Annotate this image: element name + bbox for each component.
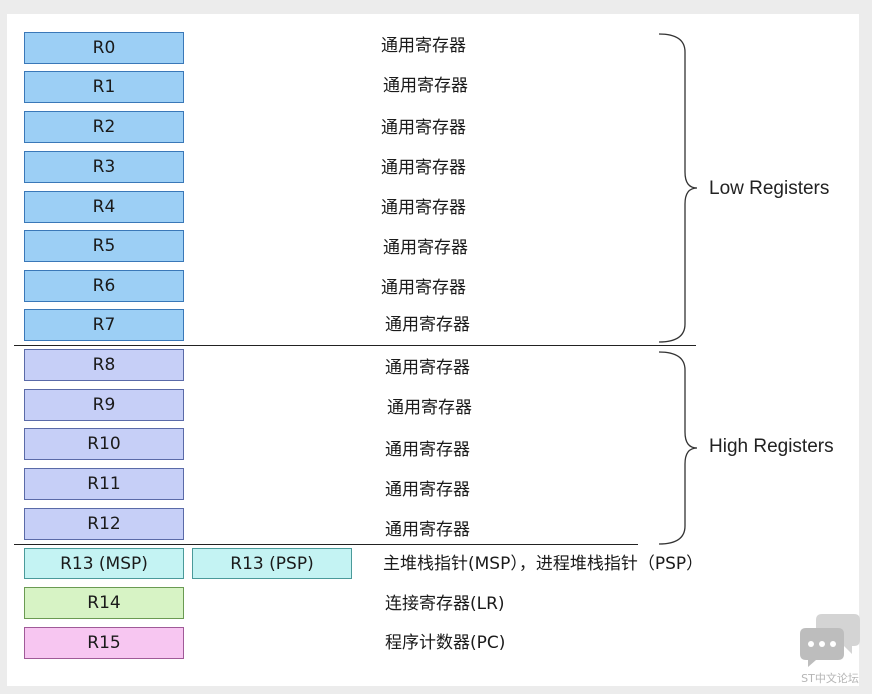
register-description: 主堆栈指针(MSP），进程堆栈指针（PSP） xyxy=(383,554,704,574)
register-label: R0 xyxy=(92,38,116,58)
register-r12: R12 xyxy=(24,508,184,540)
register-r1: R1 xyxy=(24,71,184,103)
register-description: 通用寄存器 xyxy=(385,358,470,378)
register-r9: R9 xyxy=(24,389,184,421)
high-registers-label: High Registers xyxy=(709,436,834,457)
register-label: R4 xyxy=(92,197,116,217)
register-label: R13 (MSP) xyxy=(60,553,148,574)
register-label: R12 xyxy=(87,514,121,534)
register-label: R10 xyxy=(87,434,121,454)
register-diagram: R0 通用寄存器 R1 通用寄存器 R2 通用寄存器 R3 通用寄存器 R4 通… xyxy=(7,14,859,686)
register-r5: R5 xyxy=(24,230,184,262)
register-r6: R6 xyxy=(24,270,184,302)
register-r2: R2 xyxy=(24,111,184,143)
register-label: R5 xyxy=(92,236,116,256)
register-description: 通用寄存器 xyxy=(387,398,472,418)
low-high-divider xyxy=(14,345,696,346)
register-description: 通用寄存器 xyxy=(385,480,470,500)
register-r4: R4 xyxy=(24,191,184,223)
register-description: 通用寄存器 xyxy=(385,315,470,335)
register-r11: R11 xyxy=(24,468,184,500)
register-label: R3 xyxy=(92,157,116,177)
register-label: R9 xyxy=(92,395,116,415)
register-r10: R10 xyxy=(24,428,184,460)
register-label: R7 xyxy=(92,315,116,335)
register-r3: R3 xyxy=(24,151,184,183)
register-label: R15 xyxy=(87,633,121,653)
register-r14: R14 xyxy=(24,587,184,619)
register-label: R11 xyxy=(87,474,121,494)
register-description: 程序计数器(PC) xyxy=(385,633,506,653)
low-registers-label: Low Registers xyxy=(709,178,830,199)
register-description: 通用寄存器 xyxy=(381,158,466,178)
register-description: 通用寄存器 xyxy=(383,238,468,258)
register-r13-msp: R13 (MSP) xyxy=(24,548,184,579)
register-label: R2 xyxy=(92,117,116,137)
register-label: R13 (PSP) xyxy=(230,553,314,574)
register-r13-psp: R13 (PSP) xyxy=(192,548,352,579)
high-special-divider xyxy=(14,544,638,545)
register-description: 通用寄存器 xyxy=(381,198,466,218)
register-label: R1 xyxy=(92,77,116,97)
register-label: R8 xyxy=(92,355,116,375)
register-r0: R0 xyxy=(24,32,184,64)
high-registers-brace xyxy=(658,351,698,545)
register-description: 通用寄存器 xyxy=(381,278,466,298)
chat-bubbles-icon xyxy=(800,614,860,667)
register-description: 通用寄存器 xyxy=(385,520,470,540)
watermark-text: ST中文论坛 xyxy=(801,672,859,685)
register-r7: R7 xyxy=(24,309,184,341)
watermark: ST中文论坛 xyxy=(798,610,862,686)
register-label: R6 xyxy=(92,276,116,296)
register-description: 通用寄存器 xyxy=(381,118,466,138)
register-description: 连接寄存器(LR) xyxy=(385,594,505,614)
register-label: R14 xyxy=(87,593,121,613)
register-description: 通用寄存器 xyxy=(383,76,468,96)
register-description: 通用寄存器 xyxy=(385,440,470,460)
low-registers-brace xyxy=(658,33,698,343)
register-description: 通用寄存器 xyxy=(381,36,466,56)
register-r15: R15 xyxy=(24,627,184,659)
register-r8: R8 xyxy=(24,349,184,381)
